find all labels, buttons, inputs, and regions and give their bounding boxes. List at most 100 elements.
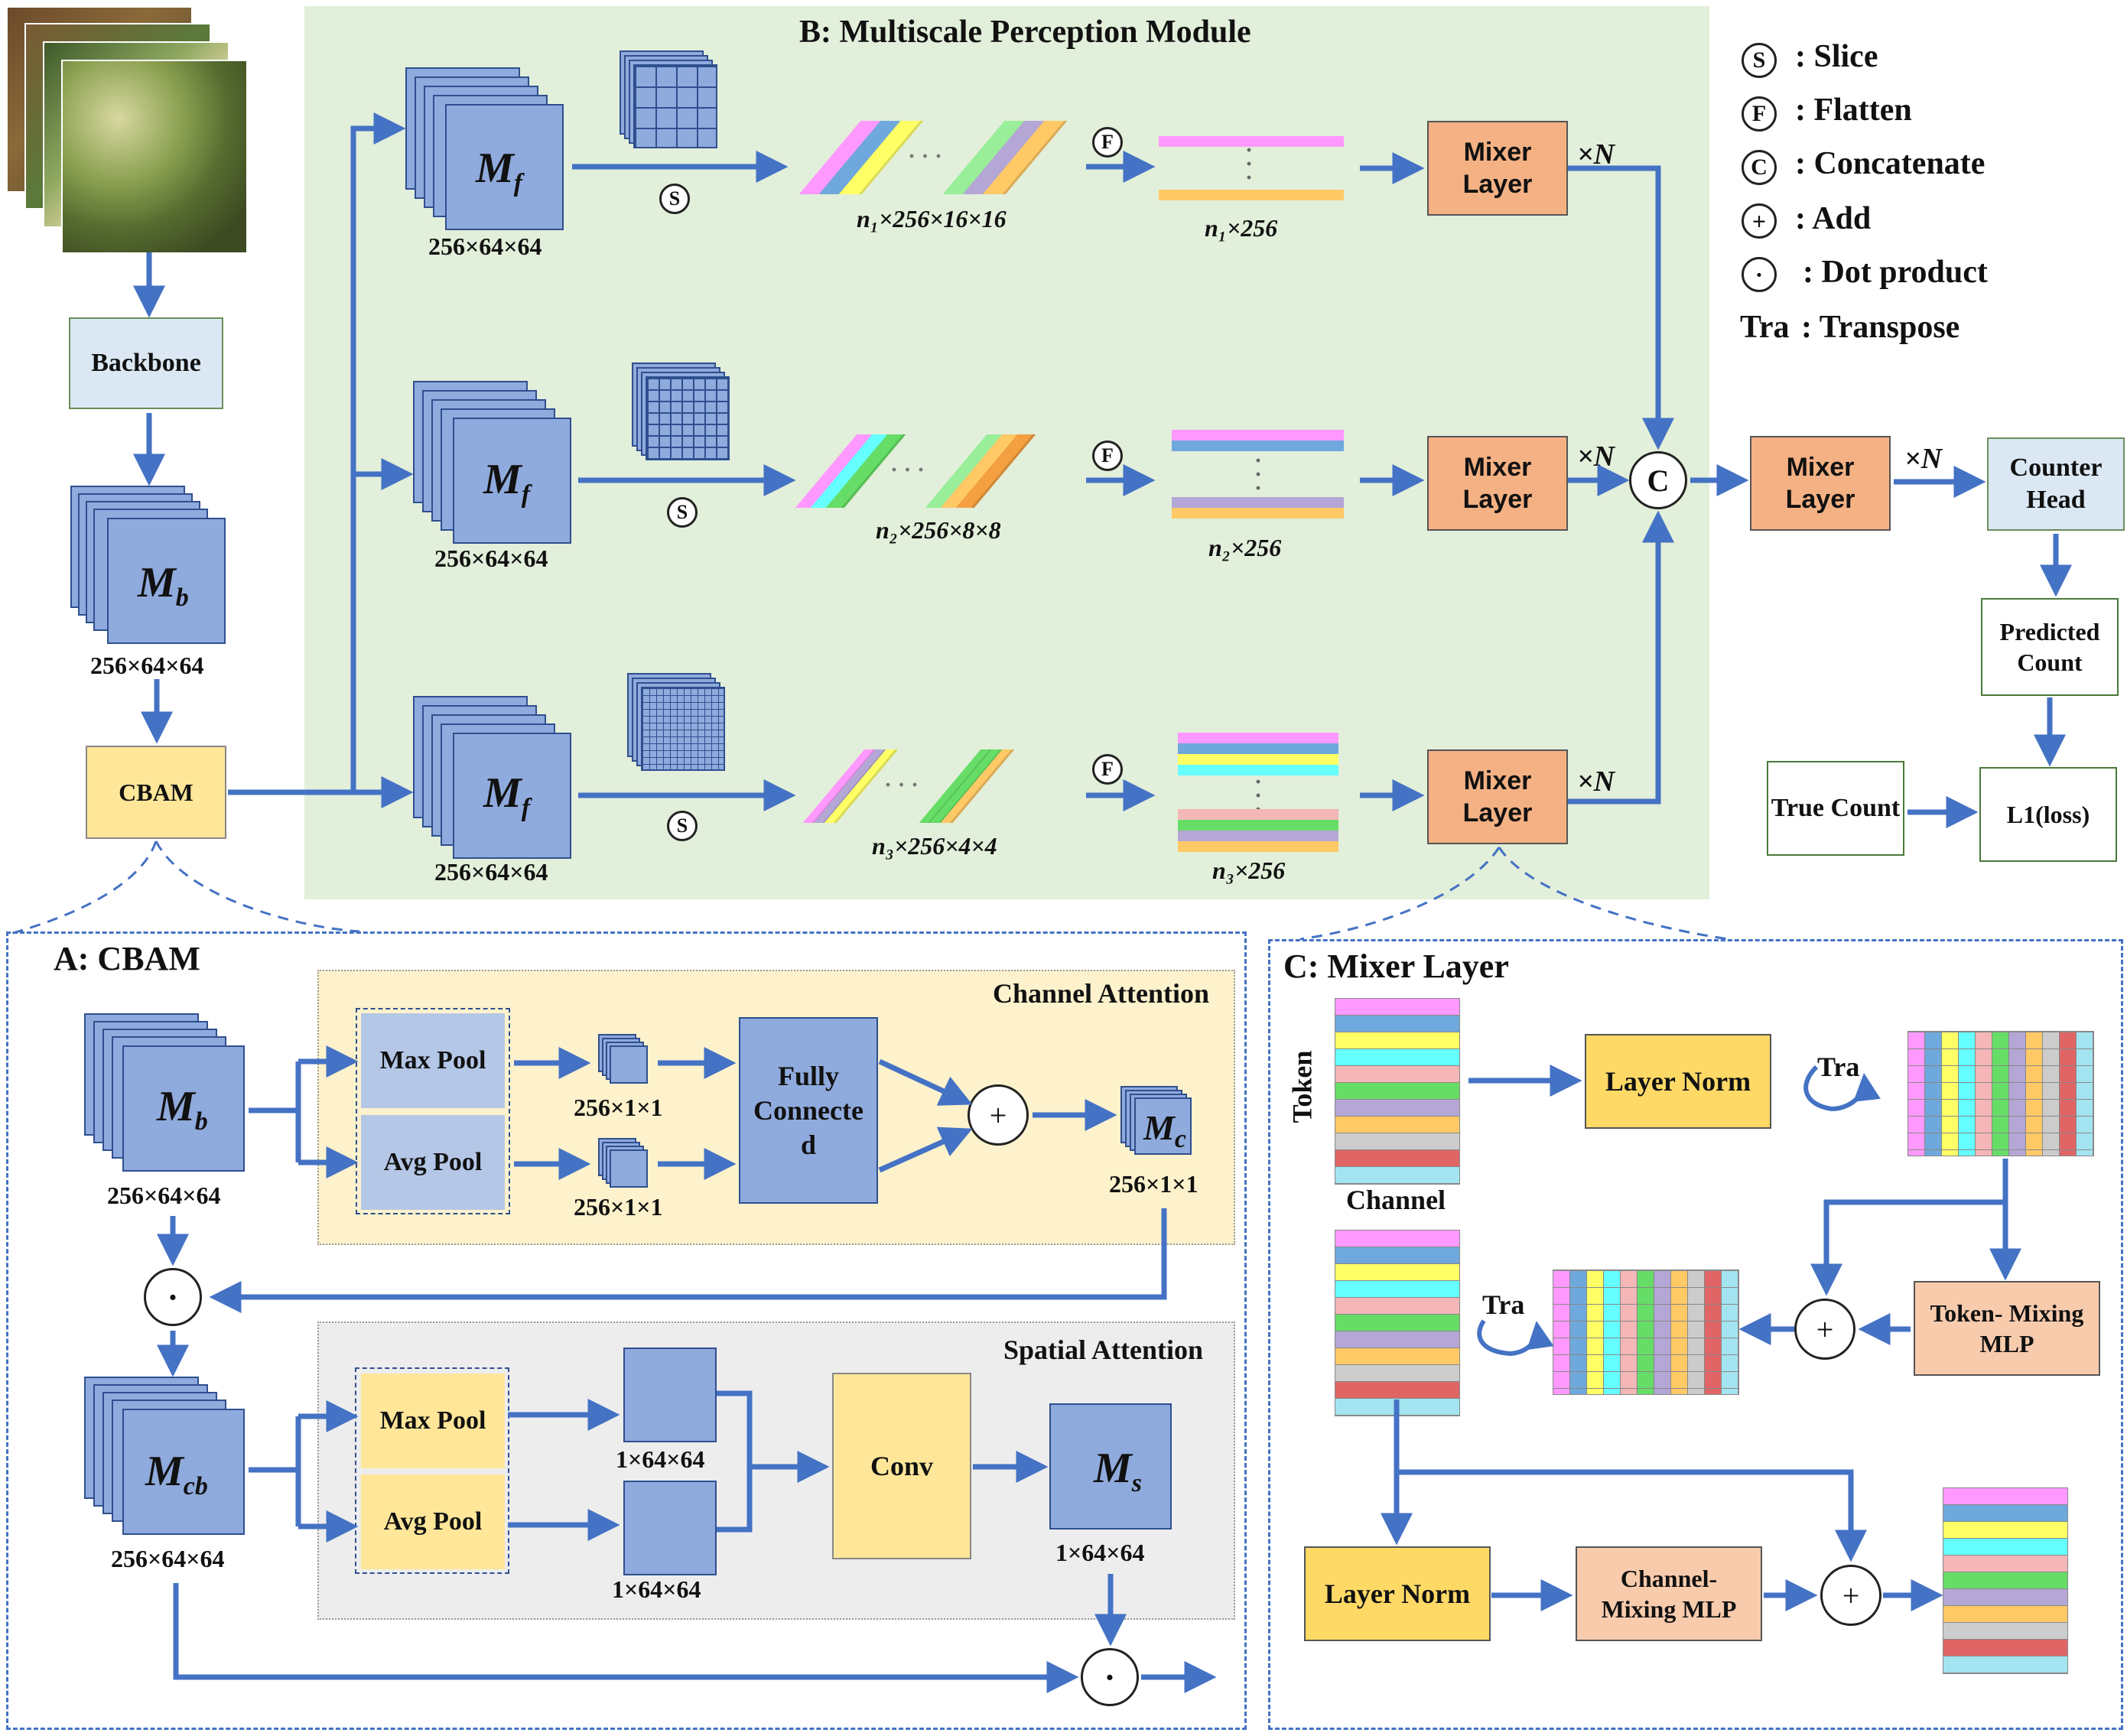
mf-dim-1: 256×64×64 [428, 232, 542, 260]
mf-dim-3: 256×64×64 [434, 858, 548, 886]
flat1-bottom [1159, 190, 1344, 200]
pooled-dim-2: 256×1×1 [574, 1193, 663, 1221]
concat-symbol: C [1629, 451, 1687, 509]
channel-avg-pool: Avg Pool [361, 1115, 505, 1210]
token-row [1943, 1488, 2067, 1505]
legend: S : Slice F : Flatten C : Concatenate + … [1740, 38, 2107, 359]
token-row [1335, 1331, 1459, 1348]
mixer-layer-final: Mixer Layer [1750, 436, 1891, 531]
backbone-box: Backbone [69, 317, 223, 409]
patch-grid-2 [632, 362, 731, 462]
flat3-c [1178, 754, 1338, 765]
ellipsis: · · · [908, 144, 943, 169]
transpose-label-1: Tra [1817, 1052, 1860, 1082]
mixer-layer-3: Mixer Layer [1427, 749, 1568, 844]
conv-box: Conv [832, 1373, 971, 1559]
times-n-final: ×N [1904, 443, 1943, 475]
channel-mixing-mlp: Channel- Mixing MLP [1576, 1546, 1762, 1641]
flat1-dots: ··· [1245, 138, 1254, 190]
mc-dim: 256×1×1 [1109, 1170, 1198, 1198]
channel-column [1688, 1270, 1705, 1394]
token-row [1335, 1032, 1459, 1049]
branch2-flat-dim: n₂×256 [1208, 534, 1282, 561]
legend-slice-text: : Slice [1795, 39, 1878, 74]
cbam-dot-2: · [1081, 1648, 1139, 1706]
channel-column [2043, 1032, 2060, 1156]
channel-column [2009, 1032, 2026, 1156]
patch-grid-1 [620, 50, 719, 150]
token-row [1335, 1167, 1459, 1184]
channel-column [1654, 1270, 1671, 1394]
token-row [1943, 1623, 2067, 1640]
channel-add-symbol: + [968, 1084, 1029, 1146]
pooled-cube-2 [598, 1138, 652, 1191]
flat3-e [1178, 809, 1338, 820]
mcb-dim: 256×64×64 [111, 1545, 225, 1572]
mf-label-2: Mf [483, 456, 531, 509]
channel-attention-title: Channel Attention [993, 978, 1210, 1009]
spatial-avg-pool: Avg Pool [361, 1474, 505, 1569]
cbam-dot-1: · [144, 1268, 202, 1326]
cbam-mb-label: Mb [157, 1083, 208, 1136]
channel-column [1908, 1032, 1925, 1156]
spatial-map-2 [623, 1481, 717, 1575]
channel-column [1553, 1270, 1570, 1394]
flat2-c [1172, 497, 1344, 508]
legend-slice-icon: S [1742, 43, 1777, 78]
fully-connected-box: Fully Connecte d [739, 1017, 878, 1204]
true-count-box: True Count [1767, 761, 1904, 856]
loss-box: L1(loss) [1979, 767, 2117, 862]
times-n-1: ×N [1577, 138, 1615, 171]
branch3-patch-dim: n₃×256×4×4 [872, 832, 997, 860]
channel-column [2026, 1032, 2043, 1156]
channel-column [1942, 1032, 1959, 1156]
token-row [1335, 1016, 1459, 1032]
spatial-dim-1: 1×64×64 [616, 1445, 705, 1473]
mf-stack-2 [413, 381, 574, 544]
token-row [1335, 1117, 1459, 1133]
token-row [1335, 1150, 1459, 1167]
token-row [1335, 1066, 1459, 1083]
token-row [1943, 1505, 2067, 1522]
flat3-h [1178, 841, 1338, 852]
token-row [1335, 1133, 1459, 1150]
channel-axis-label: Channel [1346, 1185, 1446, 1215]
layer-norm-1: Layer Norm [1585, 1034, 1771, 1129]
mc-cube [1120, 1086, 1197, 1155]
channel-column [2060, 1032, 2077, 1156]
channel-column [1722, 1270, 1738, 1394]
branch1-flat-dim: n₁×256 [1205, 214, 1278, 242]
mf-label-3: Mf [483, 769, 531, 823]
ms-box [1049, 1403, 1172, 1530]
legend-concat-icon: C [1742, 150, 1777, 185]
legend-add-icon: + [1742, 203, 1777, 239]
flatten-symbol-1: F [1092, 127, 1123, 158]
flat1-top [1159, 136, 1344, 147]
branch3-flat-dim: n₃×256 [1212, 857, 1286, 884]
cbam-mb-dim: 256×64×64 [107, 1182, 221, 1209]
legend-flatten-text: : Flatten [1795, 93, 1912, 128]
token-row [1943, 1572, 2067, 1589]
spatial-attention-title: Spatial Attention [1003, 1335, 1204, 1365]
layer-norm-2: Layer Norm [1304, 1546, 1491, 1641]
channel-matrix-transposed [1907, 1031, 2094, 1156]
token-matrix-mid [1335, 1230, 1460, 1416]
mc-label: Mc [1143, 1108, 1186, 1154]
mixer-panel [1268, 939, 2123, 1730]
slice-symbol-3: S [667, 811, 698, 841]
mixer-layer-2: Mixer Layer [1427, 436, 1568, 531]
token-row [1335, 1264, 1459, 1281]
token-row [1335, 1281, 1459, 1298]
token-row [1943, 1656, 2067, 1673]
token-row [1335, 1083, 1459, 1100]
token-row [1335, 1049, 1459, 1066]
pool-group-channel [356, 1008, 510, 1214]
legend-transpose-icon: Tra [1740, 310, 1790, 345]
channel-column [1638, 1270, 1654, 1394]
ellipsis: · · · [890, 457, 925, 483]
flat2-b [1172, 441, 1344, 451]
token-row [1335, 1298, 1459, 1315]
channel-column [1621, 1270, 1638, 1394]
channel-column [2077, 1032, 2093, 1156]
